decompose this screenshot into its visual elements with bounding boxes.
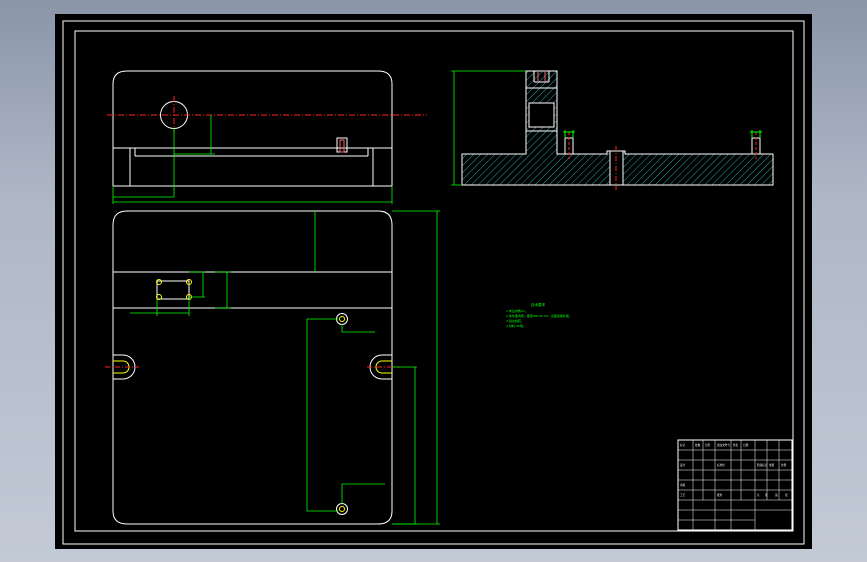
plan-view-counterbore-top	[336, 313, 348, 325]
title-block-cell: 设计	[680, 463, 686, 467]
title-block-cell: 标准化	[717, 463, 725, 467]
plan-view-hole	[186, 279, 192, 285]
plan-view	[105, 210, 440, 525]
title-block-cell: 分区	[705, 443, 711, 447]
plan-view-hole	[156, 294, 162, 300]
top-view-dim-width	[112, 186, 393, 204]
top-view	[107, 70, 427, 204]
section-view-upright-cutout	[528, 102, 555, 128]
plan-view-dim-hole-to-slot	[341, 324, 375, 333]
title-block-cell: 更改文件号	[717, 443, 730, 447]
top-view-dim-height	[174, 115, 215, 155]
plan-view-outline	[112, 210, 393, 525]
plan-view-hole	[156, 279, 162, 285]
title-block-cell: 签名	[733, 443, 739, 447]
title-block-cell: 阶段标记	[757, 463, 768, 467]
title-block-cell: 第	[775, 493, 778, 497]
notes-line-4: 4.材料:45钢。	[506, 323, 526, 328]
drawing-sheet: 技术要求 1.未注倒角C1。 2.热处理调质，硬度HRC45-50，表面发黑处理…	[62, 20, 805, 545]
notes-line-1: 1.未注倒角C1。	[506, 308, 528, 313]
section-view-upright-slot-lines	[537, 71, 546, 82]
title-block-cell: 比例	[781, 463, 787, 467]
plan-view-dim-slot-height	[392, 366, 417, 525]
notes-line-3: 3.锐边倒钝。	[506, 318, 524, 323]
plan-view-dim-hole-span	[306, 318, 338, 512]
plan-view-left-u-slot	[105, 354, 139, 380]
title-block-cell: 工艺	[680, 493, 686, 497]
top-view-key-slot-inner	[339, 139, 345, 153]
notes-line-2: 2.热处理调质，硬度HRC45-50，表面发黑处理。	[506, 313, 572, 318]
title-block-cell: 审核	[680, 483, 686, 487]
section-view-pocket-right	[750, 130, 762, 159]
plan-view-dim-hole-pattern-y	[189, 271, 205, 298]
outer-border	[62, 20, 805, 545]
title-block-cell: 重量	[769, 463, 775, 467]
section-view-upright-slot	[526, 71, 557, 89]
title-block-cell: 日期	[743, 443, 749, 447]
notes-title: 技术要求	[531, 302, 545, 307]
cad-viewport[interactable]: 技术要求 1.未注倒角C1。 2.热处理调质，硬度HRC45-50，表面发黑处理…	[55, 14, 812, 549]
title-block-cell: 张	[785, 493, 788, 497]
title-block-cell: 共	[757, 493, 760, 497]
title-block-frame	[677, 439, 793, 531]
title-block-cell: 处数	[695, 443, 701, 447]
title-block-cell: 张	[765, 493, 768, 497]
plan-view-dim-hole-pattern-x	[130, 299, 190, 316]
top-view-dim-bore-x	[113, 128, 175, 198]
title-block-cell: 标记	[680, 443, 686, 447]
title-block-cell: 批准	[717, 493, 723, 497]
section-view	[451, 70, 774, 190]
section-view-dim-height	[451, 70, 526, 186]
title-block: 标记 处数 分区 更改文件号 签名 日期 设计 标准化 阶段标记 重量 比例 审…	[677, 439, 793, 531]
plan-view-counterbore-bottom	[336, 503, 348, 515]
top-view-outline	[112, 70, 393, 186]
plan-view-dim-overall-height	[392, 210, 440, 525]
top-view-slot	[129, 148, 374, 187]
plan-view-dim-slot-to-bottom	[341, 483, 385, 504]
section-view-pocket-left	[563, 130, 575, 159]
plan-view-hole-pattern	[156, 280, 190, 300]
technical-notes: 技术要求 1.未注倒角C1。 2.热处理调质，硬度HRC45-50，表面发黑处理…	[506, 302, 572, 328]
plan-view-dim-rail-width	[215, 271, 231, 309]
inner-border	[74, 30, 794, 532]
